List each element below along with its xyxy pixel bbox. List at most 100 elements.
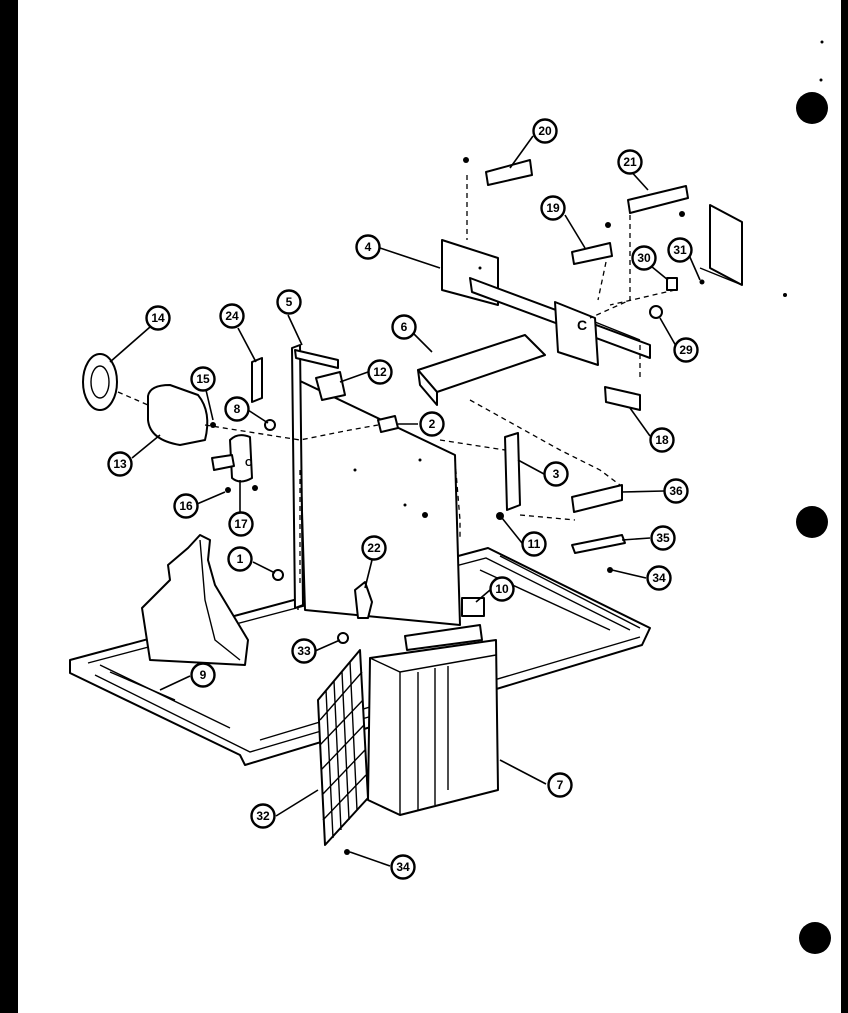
callout-circle [219,303,245,329]
callout-label: 30 [637,251,651,265]
callout-36: 36 [663,478,689,504]
callout-circle [224,396,250,422]
callout-label: 36 [669,484,683,498]
right-cover-plate [709,204,743,286]
callout-circle [649,427,675,453]
callout-label: 5 [286,295,293,309]
callout-20: 20 [532,118,558,144]
callout-24: 24 [219,303,245,329]
callout-22: 22 [361,535,387,561]
callout-circle [390,854,416,880]
callout-label: 32 [256,809,270,823]
part-4-frame [441,239,651,366]
callout-label: 15 [196,372,210,386]
callout-14: 14 [145,305,171,331]
part-14-mount [82,353,118,411]
callout-30: 30 [631,245,657,271]
callout-label: 3 [553,467,560,481]
callout-label: 31 [673,243,687,257]
callout-label: 22 [367,541,381,555]
callout-circle [355,234,381,260]
callout-18: 18 [649,427,675,453]
callout-21: 21 [617,149,643,175]
callout-circle [190,366,216,392]
part-30-clip [666,277,678,291]
exploded-parts-diagram: 2021194303129524614121582181333616171135… [69,40,831,954]
part-9-left-bracket [141,534,249,666]
callout-8: 8 [224,396,250,422]
part-19-bracket [571,222,613,265]
callout-label: 8 [234,402,241,416]
callout-circle [631,245,657,271]
part-18-block [604,386,641,411]
callout-circle [419,411,445,437]
callout-circle [673,337,699,363]
callout-label: 6 [401,320,408,334]
part-1-nut [272,569,284,581]
callout-label: 34 [396,860,410,874]
callout-circle [190,662,216,688]
callout-13: 13 [107,451,133,477]
callout-circle [227,546,253,572]
part-36-plate [571,484,623,513]
callout-circle [367,359,393,385]
callout-31: 31 [667,237,693,263]
callout-label: 2 [429,417,436,431]
callout-17: 17 [228,511,254,537]
callout-label: 9 [200,668,207,682]
callout-1: 1 [227,546,253,572]
callout-16: 16 [173,493,199,519]
callout-circle [250,803,276,829]
callout-6: 6 [391,314,417,340]
callout-label: 34 [652,571,666,585]
part-32-grille [317,649,369,846]
callout-circle [532,118,558,144]
part-35-strip [571,534,626,554]
callout-label: 13 [113,457,127,471]
callout-label: 24 [225,309,239,323]
callout-label: 1 [237,552,244,566]
part-22-bracket [354,581,373,619]
punch-hole-middle [796,506,828,538]
callout-label: 12 [373,365,387,379]
callout-label: 33 [297,644,311,658]
part-12-clip [315,371,346,401]
callout-3: 3 [543,461,569,487]
callout-label: 21 [623,155,637,169]
callout-15: 15 [190,366,216,392]
callout-circle [228,511,254,537]
callout-circle [361,535,387,561]
callout-circle [650,525,676,551]
callout-circle [663,478,689,504]
callout-label: 11 [528,537,541,551]
callout-label: 14 [151,311,165,325]
callout-label: 29 [679,343,693,357]
callout-12: 12 [367,359,393,385]
part-29-grommet [649,305,663,319]
callout-circle [521,531,547,557]
callout-33: 33 [291,638,317,664]
callout-34: 34 [390,854,416,880]
part-mark-c-strap: C [245,458,252,469]
callout-label: 17 [234,517,248,531]
callout-label: 4 [365,240,372,254]
callout-10: 10 [489,576,515,602]
callout-5: 5 [276,289,302,315]
callout-35: 35 [650,525,676,551]
part-34-screw-upper [607,567,613,573]
part-2-tab [377,415,399,433]
callout-2: 2 [419,411,445,437]
part-21-bracket [627,185,689,217]
callout-circle [617,149,643,175]
callout-9: 9 [190,662,216,688]
callout-label: 19 [546,201,560,215]
callout-circle [540,195,566,221]
callout-7: 7 [547,772,573,798]
callout-circle [391,314,417,340]
callout-circle [276,289,302,315]
callout-label: 10 [495,582,509,596]
part-13-capacitor [147,384,209,446]
part-6-angle [417,334,546,406]
callout-circle [667,237,693,263]
